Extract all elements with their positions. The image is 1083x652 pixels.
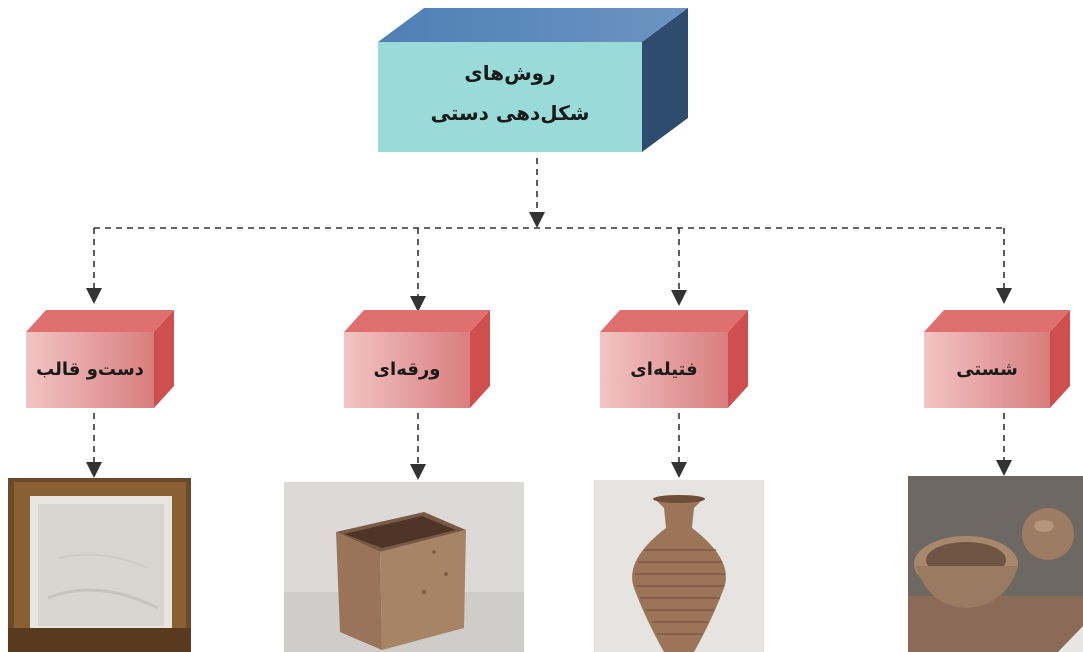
method-box-top (344, 310, 490, 332)
method-label-slab: ورقه‌ای (374, 359, 441, 380)
method-box-top (600, 310, 748, 332)
method-label-hand-and-mold: دست‌و قالب (36, 359, 144, 380)
root-title-line2: شکل‌دهی دستی (431, 101, 590, 125)
root-title-line1: روش‌های (464, 61, 555, 85)
method-box-front (924, 332, 1050, 408)
method-box-coil: فتیله‌ای (600, 310, 748, 408)
method-box-front (600, 332, 728, 408)
method-box-pinch: شستی (924, 310, 1070, 408)
photo-wooden-mold-frame (8, 478, 191, 652)
method-label-pinch: شستی (956, 359, 1018, 380)
root-box-side (642, 8, 688, 152)
root-box-top (378, 8, 688, 42)
method-box-front (26, 332, 154, 408)
method-box-top (26, 310, 174, 332)
method-box-side (728, 310, 748, 408)
method-box-side (154, 310, 174, 408)
photo-clay-box (284, 482, 524, 652)
method-box-top (924, 310, 1070, 332)
photo-coiled-vase (594, 480, 764, 652)
root-box-front (378, 42, 642, 152)
method-label-coil: فتیله‌ای (630, 359, 697, 380)
method-box-slab: ورقه‌ای (344, 310, 490, 408)
photo-pinch-bowls (908, 476, 1083, 652)
method-box-side (470, 310, 490, 408)
method-box-side (1050, 310, 1070, 408)
method-box-hand-and-mold: دست‌و قالب (26, 310, 174, 408)
root-box: روش‌های شکل‌دهی دستی (378, 8, 688, 152)
connectors (86, 158, 1012, 480)
method-box-front (344, 332, 470, 408)
